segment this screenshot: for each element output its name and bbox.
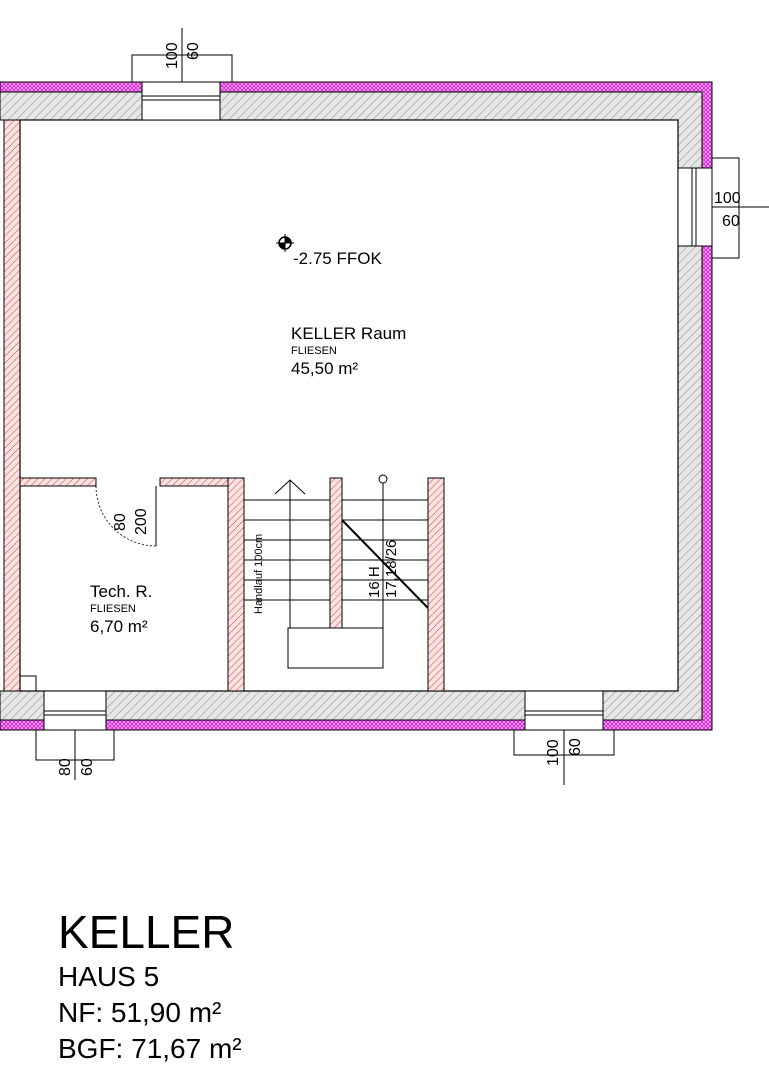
handrail-label: Handlauf 100cm (253, 534, 265, 614)
room-floor-keller: FLIESEN (291, 345, 337, 357)
outer-walls (0, 81, 713, 731)
window-bottom-right (513, 690, 615, 785)
window-right (677, 157, 769, 259)
window-bottom-left (35, 690, 115, 780)
door-tech-room (95, 485, 157, 547)
level-label: -2.75 FFOK (293, 249, 382, 268)
level-marker-icon (276, 234, 294, 252)
nf-area: NF: 51,90 m² (58, 997, 222, 1028)
window-right-sill: 60 (722, 213, 740, 230)
window-bl-sill: 60 (79, 758, 96, 776)
room-name-keller: KELLER Raum (291, 324, 406, 343)
title-block: KELLER HAUS 5 NF: 51,90 m² BGF: 71,67 m² (58, 905, 242, 1067)
stair-ratio-label: 17,18/26 (383, 540, 400, 598)
plan-title: KELLER (58, 906, 235, 958)
window-br-sill: 60 (567, 738, 584, 756)
house-label: HAUS 5 (58, 961, 160, 992)
stair-steps-label: 16 H (366, 566, 383, 598)
floor-plan: -2.75 FFOK KELLER Raum FLIESEN 45,50 m² … (0, 28, 769, 785)
room-floor-tech: FLIESEN (90, 603, 136, 615)
window-br-width: 100 (545, 739, 562, 766)
room-name-tech: Tech. R. (90, 582, 152, 601)
window-bl-width: 80 (57, 758, 74, 776)
interior-walls (19, 477, 445, 692)
room-area-tech: 6,70 m² (90, 617, 148, 636)
window-right-width: 100 (714, 190, 741, 207)
bgf-area: BGF: 71,67 m² (58, 1033, 242, 1064)
window-top-width: 100 (164, 42, 181, 69)
staircase (244, 474, 429, 669)
window-top (131, 28, 233, 121)
door-height-label: 200 (133, 508, 150, 535)
window-top-sill: 60 (185, 42, 202, 60)
room-area-keller: 45,50 m² (291, 359, 358, 378)
door-width-label: 80 (112, 513, 129, 531)
